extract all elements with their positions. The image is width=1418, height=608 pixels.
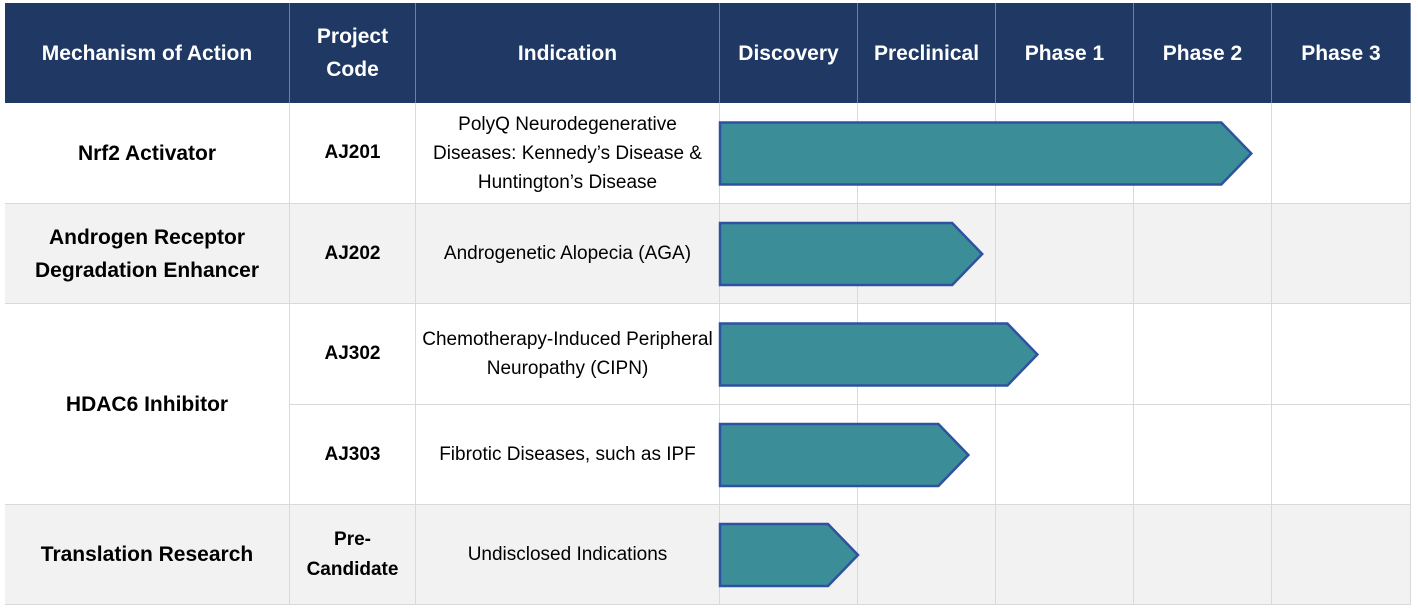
stage-cell	[720, 204, 858, 304]
header-stage-phase2: Phase 2	[1134, 3, 1272, 103]
stage-cell	[996, 405, 1134, 505]
stage-cell	[1272, 103, 1411, 204]
stage-cell	[996, 204, 1134, 304]
indication-cell: Chemotherapy-Induced Peripheral Neuropat…	[416, 304, 720, 405]
stage-cell	[1134, 505, 1272, 605]
stage-cell	[996, 505, 1134, 605]
stage-cell	[720, 405, 858, 505]
project-code-cell: AJ303	[290, 405, 416, 505]
project-code-cell: AJ201	[290, 103, 416, 204]
indication-cell: Fibrotic Diseases, such as IPF	[416, 405, 720, 505]
stage-cell	[1272, 304, 1411, 405]
header-stage-discovery: Discovery	[720, 3, 858, 103]
stage-cell	[1272, 505, 1411, 605]
stage-cell	[1134, 103, 1272, 204]
stage-cell	[720, 505, 858, 605]
stage-cell	[720, 304, 858, 405]
stage-cell	[720, 103, 858, 204]
stage-cell	[858, 204, 996, 304]
stage-cell	[996, 103, 1134, 204]
header-stage-preclinical: Preclinical	[858, 3, 996, 103]
stage-cell	[1272, 405, 1411, 505]
mechanism-cell: HDAC6 Inhibitor	[5, 304, 290, 505]
stage-cell	[858, 304, 996, 405]
stage-cell	[858, 505, 996, 605]
stage-cell	[858, 405, 996, 505]
indication-cell: PolyQ Neurodegenerative Diseases: Kenned…	[416, 103, 720, 204]
project-code-cell: AJ202	[290, 204, 416, 304]
project-code-cell: AJ302	[290, 304, 416, 405]
stage-cell	[996, 304, 1134, 405]
header-mechanism: Mechanism of Action	[5, 3, 290, 103]
header-stage-phase1: Phase 1	[996, 3, 1134, 103]
stage-cell	[1134, 204, 1272, 304]
stage-cell	[1134, 304, 1272, 405]
stage-cell	[1272, 204, 1411, 304]
indication-cell: Undisclosed Indications	[416, 505, 720, 605]
stage-cell	[1134, 405, 1272, 505]
header-indication: Indication	[416, 3, 720, 103]
mechanism-cell: Nrf2 Activator	[5, 103, 290, 204]
project-code-cell: Pre-Candidate	[290, 505, 416, 605]
indication-cell: Androgenetic Alopecia (AGA)	[416, 204, 720, 304]
mechanism-cell: Androgen Receptor Degradation Enhancer	[5, 204, 290, 304]
header-project-code: Project Code	[290, 3, 416, 103]
header-stage-phase3: Phase 3	[1272, 3, 1411, 103]
stage-cell	[858, 103, 996, 204]
mechanism-cell: Translation Research	[5, 505, 290, 605]
